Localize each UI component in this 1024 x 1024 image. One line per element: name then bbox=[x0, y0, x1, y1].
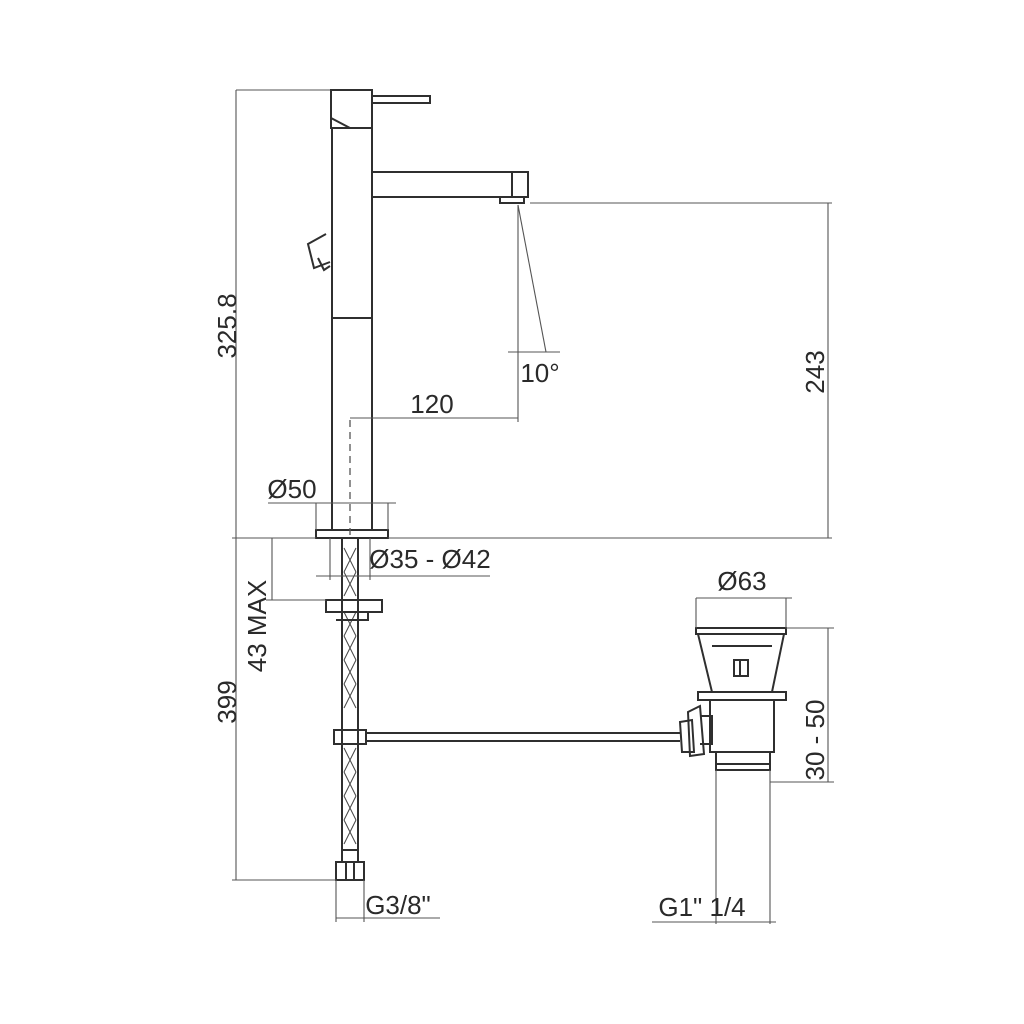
spout-reach-label: 120 bbox=[410, 389, 453, 419]
hose-length-label: 399 bbox=[212, 680, 242, 723]
hole-diameter-label: Ø35 - Ø42 bbox=[369, 544, 490, 574]
total-height-label: 325.8 bbox=[212, 293, 242, 358]
pull-rod bbox=[366, 732, 680, 742]
base-diameter-label: Ø50 bbox=[267, 474, 316, 504]
popup-waste bbox=[678, 627, 787, 771]
waste-diameter-label: Ø63 bbox=[717, 566, 766, 596]
spray-angle-label: 10° bbox=[520, 358, 559, 388]
hose-thread-label: G3/8" bbox=[365, 890, 431, 920]
faucet-body bbox=[306, 89, 529, 539]
mounting-assembly bbox=[325, 538, 383, 881]
dimension-lines bbox=[232, 89, 834, 924]
waste-range-label: 30 - 50 bbox=[800, 700, 830, 781]
spout-height-label: 243 bbox=[800, 350, 830, 393]
waste-thread-label: G1" 1/4 bbox=[658, 892, 745, 922]
deck-thickness-label: 43 MAX bbox=[242, 580, 272, 673]
